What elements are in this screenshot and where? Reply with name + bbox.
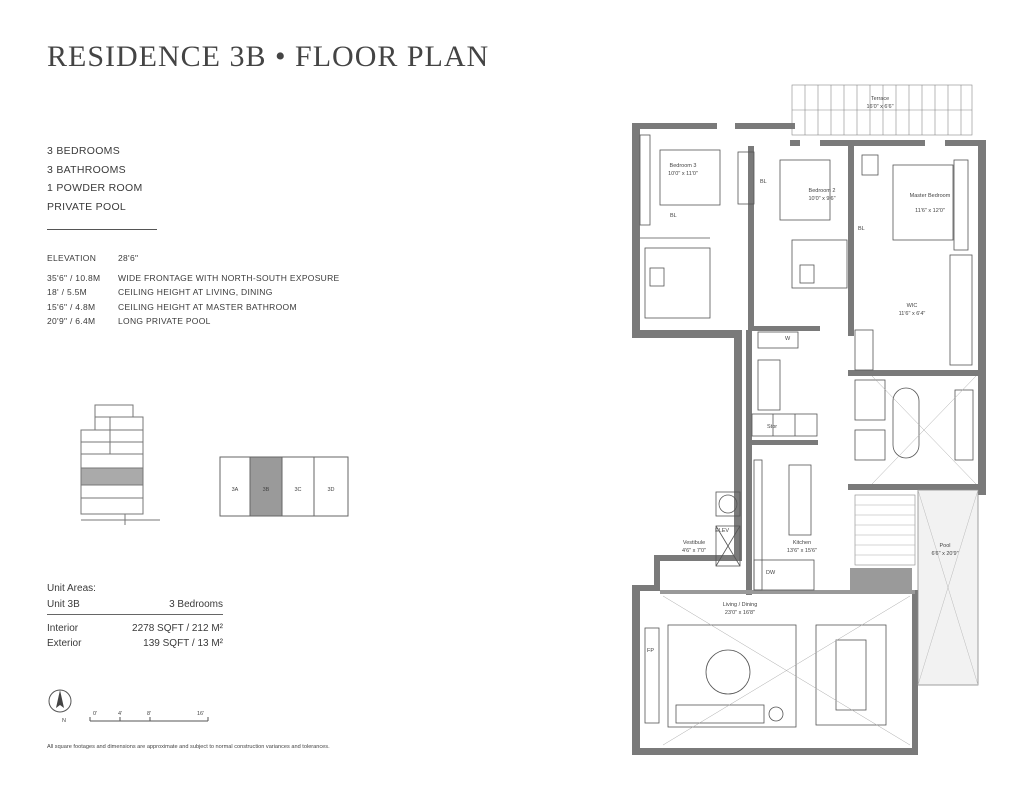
divider (47, 229, 157, 230)
unit-value: 3 Bedrooms (169, 599, 223, 610)
tag-bl: BL (670, 213, 677, 219)
north-label: N (62, 718, 66, 724)
spec-row: 15'6" / 4.8M CEILING HEIGHT AT MASTER BA… (47, 300, 340, 315)
scale-mark: 4' (118, 711, 122, 717)
walls (632, 123, 986, 755)
room-master-name: Master Bedroom (910, 193, 951, 199)
room-terrace-dim: 16'0" x 6'6" (866, 104, 893, 110)
areas-divider (47, 614, 223, 615)
tag-bl: BL (760, 179, 767, 185)
partitions (639, 134, 974, 728)
spec-list: ELEVATION 28'6" 35'6" / 10.8M WIDE FRONT… (47, 251, 340, 329)
room-living-name: Living / Dining (723, 602, 758, 608)
fact-pool: PRIVATE POOL (47, 200, 127, 213)
keyplan-unit-3c: 3C (294, 487, 301, 493)
spec-value: WIDE FRONTAGE WITH NORTH-SOUTH EXPOSURE (118, 272, 340, 283)
room-bedroom3-name: Bedroom 3 (670, 163, 697, 169)
room-living-dim: 23'0" x 16'8" (725, 610, 755, 616)
unit-facts: 3 BEDROOMS 3 BATHROOMS 1 POWDER ROOM PRI… (47, 142, 143, 216)
unit-areas: Unit Areas: Unit 3B 3 Bedrooms Interior … (47, 581, 223, 651)
fact-bathrooms: 3 BATHROOMS (47, 163, 126, 176)
north-arrow: N (48, 689, 72, 724)
scale-bar: 0' 4' 8' 16' (89, 711, 209, 722)
exterior-row: Exterior 139 SQFT / 13 M² (47, 636, 223, 651)
tag-bl: BL (858, 226, 865, 232)
interior-label: Interior (47, 623, 79, 634)
room-wic-name: WIC (907, 303, 918, 309)
spec-key: 20'9" / 6.4M (47, 316, 96, 326)
room-pool-name: Pool (939, 543, 950, 549)
spec-label: ELEVATION (47, 253, 97, 263)
key-plan: 3A 3B 3C 3D (219, 456, 349, 517)
interior-row: Interior 2278 SQFT / 212 M² (47, 621, 223, 636)
fact-bedrooms: 3 BEDROOMS (47, 145, 121, 157)
keyplan-unit-3a: 3A (232, 487, 239, 493)
disclaimer: All square footages and dimensions are a… (47, 744, 330, 750)
tag-dw: DW (766, 570, 776, 576)
spec-value: LONG PRIVATE POOL (118, 316, 211, 326)
spec-elevation: ELEVATION 28'6" (47, 251, 340, 266)
spec-row: 35'6" / 10.8M WIDE FRONTAGE WITH NORTH-S… (47, 271, 340, 286)
building-stack-diagram (80, 404, 160, 525)
ceiling-marks (662, 375, 977, 746)
room-terrace-name: Terrace (871, 96, 889, 102)
room-master-dim: 11'6" x 12'0" (915, 208, 945, 214)
interior-value: 2278 SQFT / 212 M² (132, 623, 223, 634)
spec-row: 18' / 5.5M CEILING HEIGHT AT LIVING, DIN… (47, 285, 340, 300)
room-wic-dim: 11'6" x 6'4" (899, 311, 926, 317)
room-vestibule-name: Vestibule (683, 540, 705, 546)
tag-fp: FP (647, 648, 654, 654)
floor-plan: Terrace 16'0" x 6'6" Bedroom 3 10'0" x 1… (632, 84, 986, 755)
tag-elev: ELEV (715, 528, 729, 534)
unit-label: Unit 3B (47, 599, 80, 610)
room-kitchen-dim: 13'6" x 15'6" (787, 548, 817, 554)
terrace (791, 84, 973, 136)
room-kitchen-name: Kitchen (793, 540, 811, 546)
room-vestibule-dim: 4'6" x 7'0" (682, 548, 706, 554)
keyplan-unit-3b: 3B (263, 487, 270, 493)
room-bedroom3-dim: 10'0" x 11'0" (668, 171, 698, 177)
fact-powder-room: 1 POWDER ROOM (47, 182, 143, 194)
spec-key: 15'6" / 4.8M (47, 301, 96, 312)
scale-mark: 8' (147, 711, 151, 717)
spec-key: 35'6" / 10.8M (47, 272, 101, 283)
scale-mark: 16' (197, 711, 204, 717)
spec-row: 20'9" / 6.4M LONG PRIVATE POOL (47, 314, 340, 329)
page-title: RESIDENCE 3B • FLOOR PLAN (47, 40, 490, 73)
spec-key: 18' / 5.5M (47, 287, 88, 297)
unit-areas-heading: Unit Areas: (47, 583, 96, 594)
exterior-value: 139 SQFT / 13 M² (143, 638, 223, 649)
scale-mark: 0' (93, 711, 97, 717)
unit-row: Unit 3B 3 Bedrooms (47, 597, 223, 612)
keyplan-unit-3d: 3D (327, 487, 334, 493)
room-labels: Terrace 16'0" x 6'6" Bedroom 3 10'0" x 1… (647, 96, 959, 654)
spec-value: CEILING HEIGHT AT MASTER BATHROOM (118, 301, 297, 312)
tag-stor: Stor (767, 424, 777, 430)
spec-value: 28'6" (118, 253, 139, 263)
tag-w: W (785, 336, 791, 342)
room-pool-dim: 6'6" x 20'9" (931, 551, 958, 557)
pool (854, 489, 979, 686)
room-bedroom2-name: Bedroom 2 (809, 188, 836, 194)
room-bedroom2-dim: 10'0" x 9'6" (808, 196, 835, 202)
spec-value: CEILING HEIGHT AT LIVING, DINING (118, 287, 273, 297)
exterior-label: Exterior (47, 638, 82, 649)
